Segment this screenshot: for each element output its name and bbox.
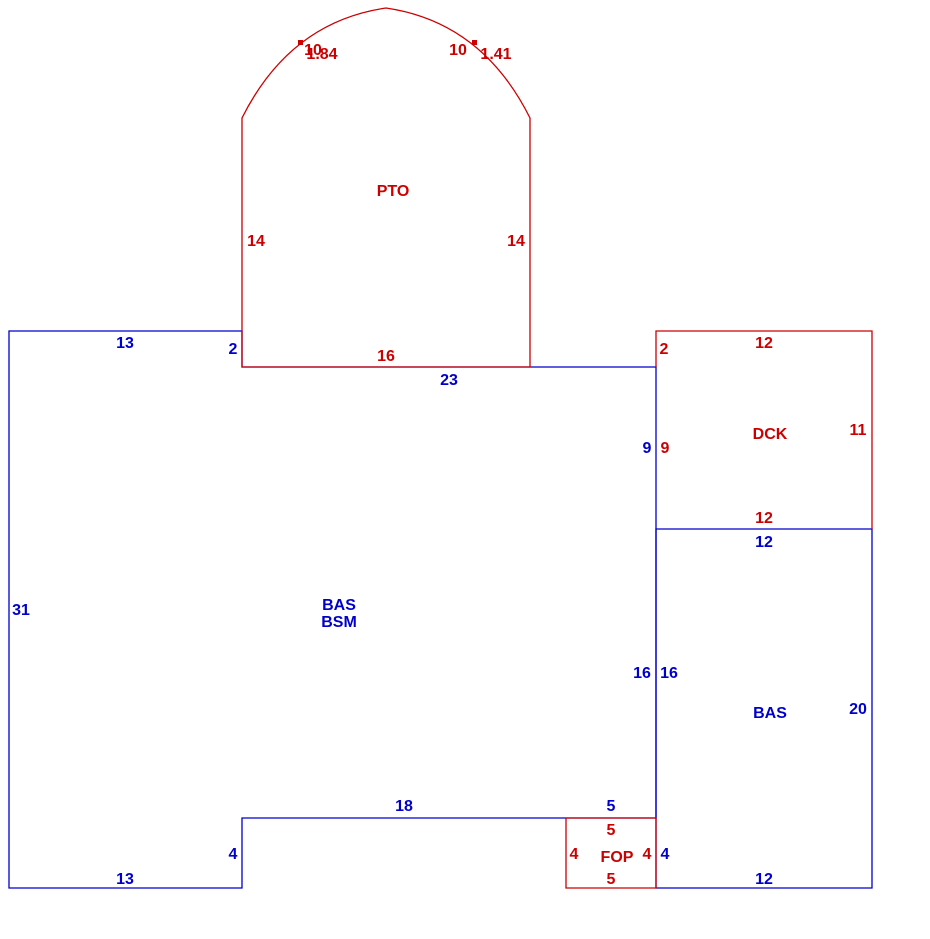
deck-outline <box>655 330 873 529</box>
dim-addition-left: 16 <box>660 665 678 682</box>
dim-porch-left: 4 <box>570 846 579 863</box>
dim-deck-left: 9 <box>661 440 670 457</box>
dim-main-right-upper: 9 <box>643 440 652 457</box>
patio-area-code: PTO <box>377 183 410 200</box>
dim-main-notch-top: 18 <box>395 798 413 815</box>
dim-deck-bottom: 12 <box>755 510 773 527</box>
dim-addition-left-lower: 4 <box>661 846 670 863</box>
deck-area-code: DCK <box>753 426 788 443</box>
dim-main-right-lower: 16 <box>633 665 651 682</box>
dim-main-step-top: 2 <box>229 341 238 358</box>
dim-porch-bottom: 5 <box>607 871 616 888</box>
addition-area-code: BAS <box>753 705 787 722</box>
main-area-code-1: BAS <box>322 597 356 614</box>
dim-addition-bottom: 12 <box>755 871 773 888</box>
dim-addition-top: 12 <box>755 534 773 551</box>
addition-area-outline <box>655 528 873 889</box>
dim-patio-bottom: 16 <box>377 348 395 365</box>
dim-porch-right: 4 <box>643 846 652 863</box>
dim-main-top-left: 13 <box>116 335 134 352</box>
porch-area-code: FOP <box>601 849 634 866</box>
dim-patio-arc-right-chord: 10 <box>449 42 467 59</box>
dim-porch-top: 5 <box>607 822 616 839</box>
dim-patio-arc-right-rise: 1.41 <box>480 46 511 63</box>
dim-main-bottom-left: 13 <box>116 871 134 888</box>
dim-main-left: 31 <box>12 602 30 619</box>
dim-patio-arc-left-chord: 10 <box>304 42 322 59</box>
main-area-code-2: BSM <box>321 614 357 631</box>
porch-outline <box>565 817 657 889</box>
patio-outline <box>241 7 531 368</box>
dim-deck-right: 11 <box>850 422 867 439</box>
arc-marker-right <box>472 40 477 45</box>
dim-main-notch-side: 4 <box>229 846 238 863</box>
dim-patio-arc-left-rise: 1.84 <box>306 46 337 63</box>
dim-main-top-right: 23 <box>440 372 458 389</box>
dim-addition-right: 20 <box>849 701 867 718</box>
dim-patio-left: 14 <box>247 233 265 250</box>
dim-deck-top: 12 <box>755 335 773 352</box>
dim-main-porch-edge: 5 <box>607 798 616 815</box>
dim-patio-right: 14 <box>507 233 525 250</box>
dim-deck-left-step: 2 <box>660 341 669 358</box>
arc-marker-left <box>298 40 303 45</box>
